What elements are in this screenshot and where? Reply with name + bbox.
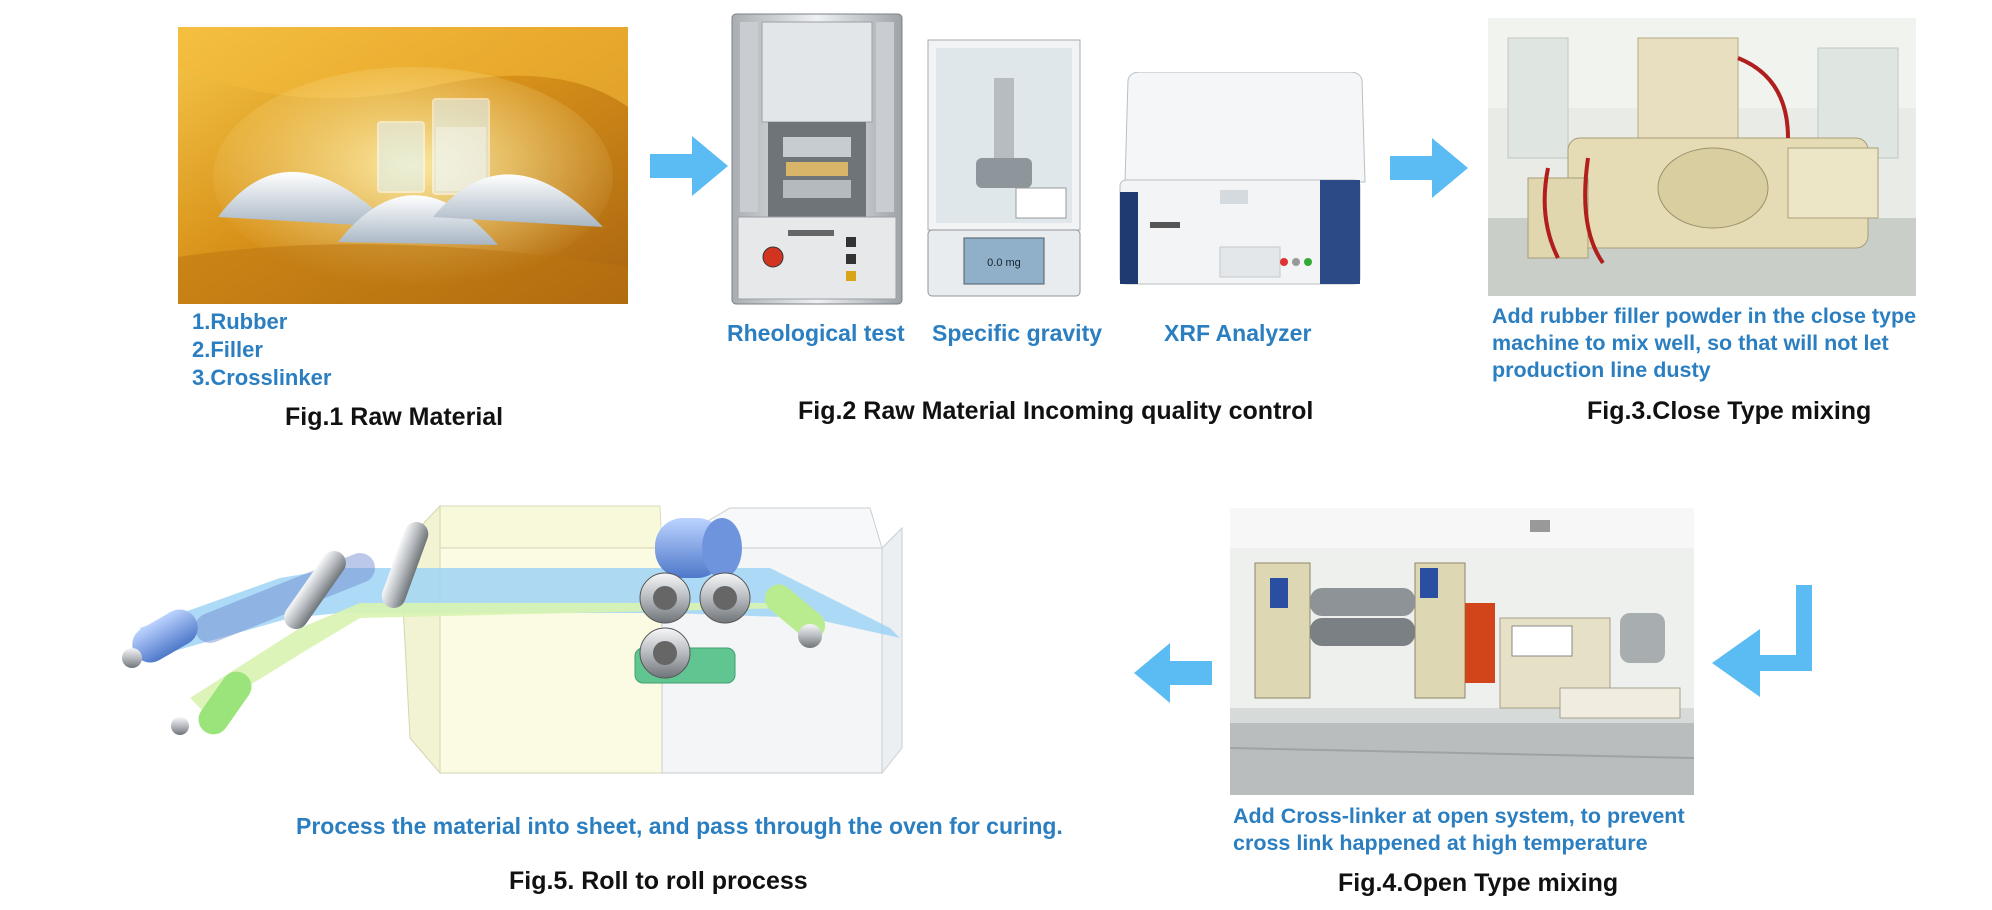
raw-material-item: 2.Filler [192, 337, 263, 362]
fig5-caption: Fig.5. Roll to roll process [509, 867, 808, 895]
fig1-caption: Fig.1 Raw Material [285, 403, 504, 431]
raw-material-item: 3.Crosslinker [192, 365, 332, 390]
rheological-test-label: Rheological test [727, 320, 905, 346]
roll-to-roll-diagram [110, 488, 1050, 788]
close-type-description: Add rubber filler powder in the close ty… [1492, 304, 1917, 382]
xrf-analyzer-label: XRF Analyzer [1164, 320, 1312, 346]
fig4-caption: Fig.4.Open Type mixing [1338, 869, 1619, 897]
raw-material-list: 1.Rubber 2.Filler 3.Crosslinker [192, 308, 331, 392]
balance-reading: 0.0 mg [987, 257, 1021, 269]
arrow-left-icon [1132, 643, 1212, 703]
arrow-right-icon [650, 136, 730, 196]
raw-material-item: 1.Rubber [192, 309, 288, 334]
arrow-down-left-icon [1712, 585, 1812, 700]
balance-image: 0.0 mg [926, 38, 1082, 300]
roll-to-roll-description: Process the material into sheet, and pas… [296, 813, 1063, 839]
arrow-right-icon [1390, 138, 1470, 198]
open-type-description: Add Cross-linker at open system, to prev… [1233, 804, 1685, 855]
rheometer-image [728, 12, 906, 310]
open-type-mixer-photo [1230, 508, 1694, 795]
raw-material-photo [178, 27, 628, 304]
close-type-mixer-photo [1488, 18, 1916, 296]
fig2-caption: Fig.2 Raw Material Incoming quality cont… [798, 397, 1314, 425]
xrf-analyzer-image [1110, 72, 1370, 294]
specific-gravity-label: Specific gravity [932, 320, 1103, 346]
fig3-caption: Fig.3.Close Type mixing [1587, 397, 1872, 425]
